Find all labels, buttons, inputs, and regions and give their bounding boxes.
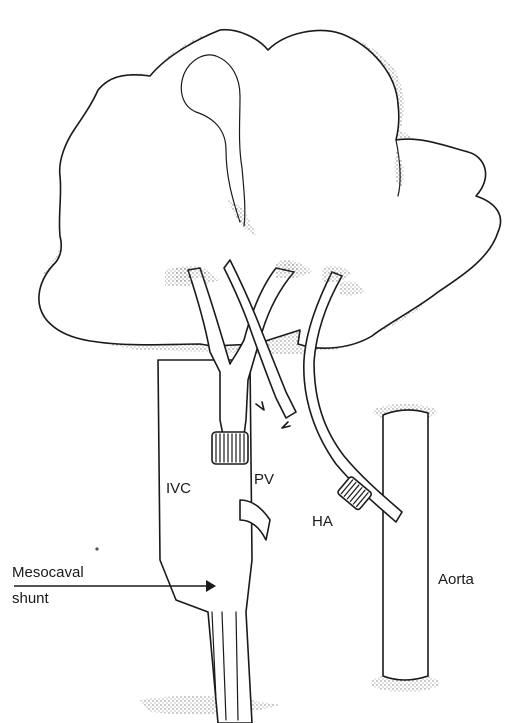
ivc-label: IVC	[166, 479, 191, 498]
pv-band	[212, 432, 248, 464]
pv-label: PV	[254, 470, 274, 489]
ha-label: HA	[312, 512, 333, 531]
shunt-label-line1: Mesocaval	[12, 563, 84, 582]
aorta-label: Aorta	[438, 570, 474, 589]
shunt-label-line2: shunt	[12, 589, 49, 608]
stray-dot	[95, 547, 98, 550]
inferior-vena-cava	[140, 360, 280, 723]
aorta	[371, 404, 439, 692]
